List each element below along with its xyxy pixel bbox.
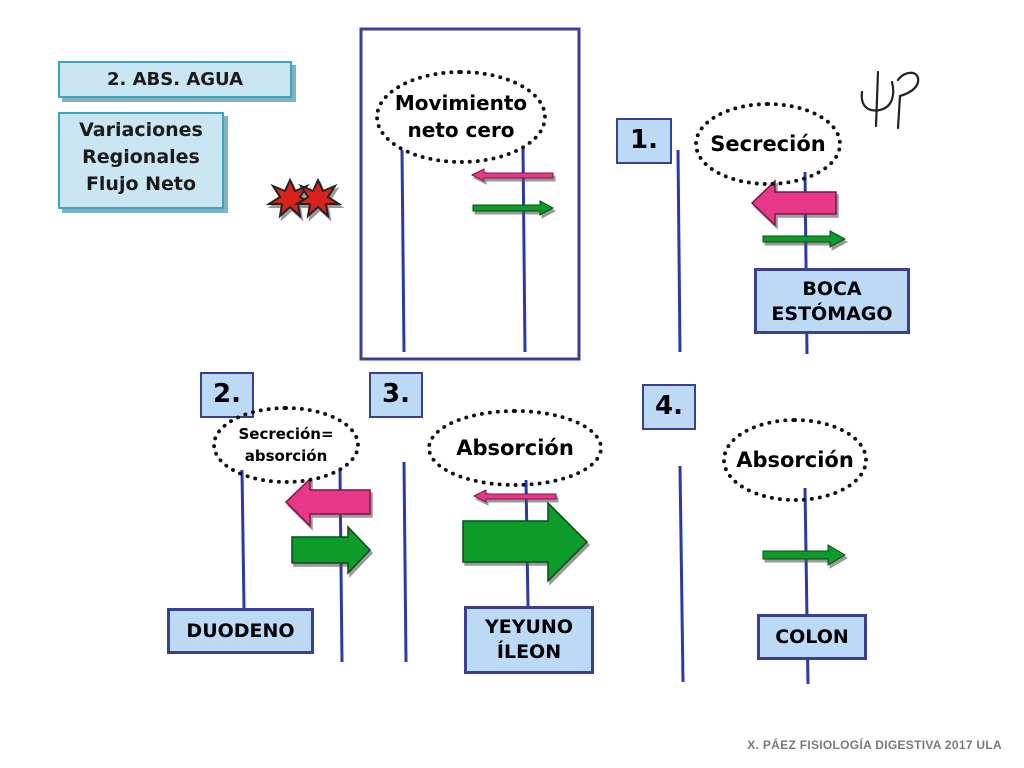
panel-3-oval: Absorción bbox=[427, 409, 603, 487]
absorption-arrow-icon bbox=[762, 230, 847, 248]
absorption-arrow-icon bbox=[462, 501, 589, 583]
panel-4-region: COLON bbox=[757, 614, 867, 660]
absorption-arrow-icon bbox=[762, 544, 846, 566]
handwriting-psi-icon bbox=[860, 70, 920, 130]
membrane-line-icon bbox=[400, 149, 406, 353]
panel-1-oval: Secreción bbox=[694, 102, 842, 186]
panel-3-number: 3. bbox=[369, 372, 423, 418]
membrane-line-icon bbox=[676, 149, 682, 353]
subtitle-box: Variaciones Regionales Flujo Neto bbox=[58, 112, 224, 209]
secretion-arrow-icon bbox=[470, 168, 554, 182]
absorption-arrow-icon bbox=[291, 525, 372, 575]
legend-oval: Movimiento neto cero bbox=[375, 70, 547, 164]
panel-3-region: YEYUNO ÍLEON bbox=[464, 606, 594, 674]
secretion-arrow-icon bbox=[472, 489, 557, 503]
membrane-line-icon bbox=[240, 469, 246, 609]
membrane-line-icon bbox=[521, 147, 527, 353]
membrane-line-icon bbox=[402, 461, 408, 663]
section-label: 2. ABS. AGUA bbox=[58, 61, 292, 98]
panel-4-oval: Absorción bbox=[722, 418, 868, 502]
footer-credit: X. PÁEZ FISIOLOGÍA DIGESTIVA 2017 ULA bbox=[747, 738, 1002, 752]
membrane-line-icon bbox=[678, 465, 685, 683]
panel-4-number: 4. bbox=[642, 384, 696, 430]
secretion-arrow-icon bbox=[284, 477, 371, 528]
panel-1-number: 1. bbox=[616, 118, 672, 164]
panel-2-oval: Secreción= absorción bbox=[212, 406, 360, 484]
secretion-arrow-icon bbox=[750, 179, 837, 227]
double-star-icon bbox=[265, 177, 343, 219]
panel-1-region: BOCA ESTÓMAGO bbox=[754, 268, 910, 334]
panel-2-number: 2. bbox=[200, 372, 254, 418]
legend-frame bbox=[359, 27, 581, 361]
panel-2-region: DUODENO bbox=[167, 608, 314, 654]
absorption-arrow-icon bbox=[472, 200, 555, 216]
